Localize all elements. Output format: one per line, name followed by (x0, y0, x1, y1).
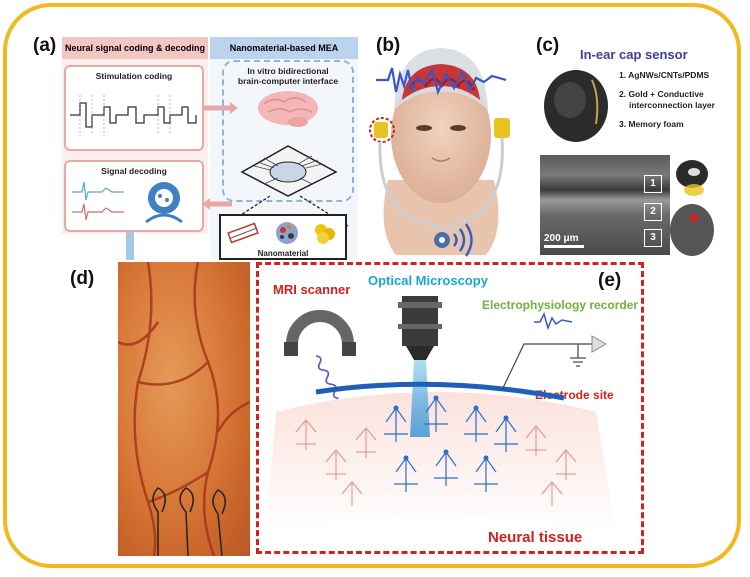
nanomaterial-label: Nanomaterial (257, 249, 309, 258)
blood-vessels (117, 261, 251, 557)
header-left-text: Neural signal coding & decoding (64, 43, 205, 53)
ephys-trace (534, 311, 573, 331)
stimulation-waveform (70, 95, 197, 135)
tissue-label: Neural tissue (488, 529, 583, 546)
mea-chip (240, 145, 338, 197)
decoding-signals (72, 181, 183, 224)
panel-a-header-left: Neural signal coding & decoding (62, 37, 208, 59)
right-ear-sensor (494, 118, 510, 138)
panel-e-label: (e) (598, 270, 622, 291)
recorder-wire (501, 343, 594, 391)
optical-label: Optical Microscopy (368, 273, 488, 288)
tissue-region (266, 392, 616, 532)
cap-item-2b: interconnection layer (629, 100, 715, 110)
gold-cluster-icon (315, 224, 335, 244)
gear-icon (434, 232, 450, 248)
arrow-to-decoding (202, 198, 232, 210)
mri-label: MRI scanner (273, 282, 351, 297)
panel-e-box (256, 262, 644, 554)
synapse-icon (145, 182, 183, 224)
stimulation-coding-box: Stimulation coding (64, 65, 204, 151)
head-illustration (369, 48, 510, 257)
ground-icon (570, 344, 586, 367)
cortex-photo (117, 261, 251, 557)
layer-mark-2: 2 (644, 203, 662, 221)
layer-mark-1: 1 (644, 175, 662, 193)
cap-layer-list: 1. AgNWs/CNTs/PDMS 2. Gold + Conductive … (619, 70, 715, 130)
wireless-icon (452, 223, 473, 257)
electrode-array (315, 381, 565, 401)
neuron-somas (393, 395, 509, 461)
face (391, 67, 491, 203)
panel-d-label: (d) (70, 268, 95, 289)
cap-item-2: 2. Gold + Conductive (619, 89, 704, 99)
left-ear-sensor (369, 117, 395, 143)
ephys-label: Electrophysiology recorder (482, 298, 639, 312)
neurons-red (295, 419, 577, 506)
brain-mea-graphic (240, 91, 338, 197)
decoding-title: Signal decoding (101, 166, 167, 176)
ear-cap-photo (544, 70, 608, 142)
cap-exploded-view (670, 160, 714, 256)
nanotube-icon (227, 222, 259, 244)
panel-c-label: (c) (536, 35, 560, 56)
microscope-objective-icon (398, 296, 442, 360)
header-right-text: Nanomaterial-based MEA (229, 43, 339, 53)
arrow-to-interface (202, 102, 238, 114)
panel-b-label: (b) (376, 35, 401, 56)
decoding-connector (126, 232, 134, 260)
amplifier-icon (591, 335, 608, 353)
stimulation-title: Stimulation coding (95, 71, 173, 81)
panel-a-header-right: Nanomaterial-based MEA (210, 37, 358, 59)
interface-title-line1: In vitro bidirectional (247, 66, 329, 76)
interface-title: In vitro bidirectional brain-computer in… (224, 66, 352, 86)
mri-magnet-icon (284, 310, 356, 356)
brain-icon (258, 91, 318, 127)
interface-box: In vitro bidirectional brain-computer in… (222, 60, 354, 202)
nanomaterial-icons (227, 222, 335, 244)
cap-item-1: 1. AgNWs/CNTs/PDMS (619, 70, 710, 80)
panel-a-label: (a) (33, 35, 57, 56)
cap-sensor-title: In-ear cap sensor (580, 47, 688, 62)
light-beam (410, 360, 430, 437)
cap-item-3: 3. Memory foam (619, 119, 684, 129)
interface-title-line2: brain-computer interface (237, 76, 339, 86)
sem-image: 200 μm 1 2 3 (540, 155, 670, 255)
layer-mark-3: 3 (644, 229, 662, 247)
scale-bar-label: 200 μm (544, 233, 579, 244)
eeg-wave (376, 67, 507, 96)
signal-decoding-box: Signal decoding (64, 160, 204, 232)
nanoparticle-icon (276, 222, 298, 244)
electrode-wires (152, 487, 226, 557)
nanomaterial-box: Nanomaterial (219, 214, 347, 260)
imaging-schematic (266, 296, 616, 532)
scale-bar (544, 245, 584, 248)
